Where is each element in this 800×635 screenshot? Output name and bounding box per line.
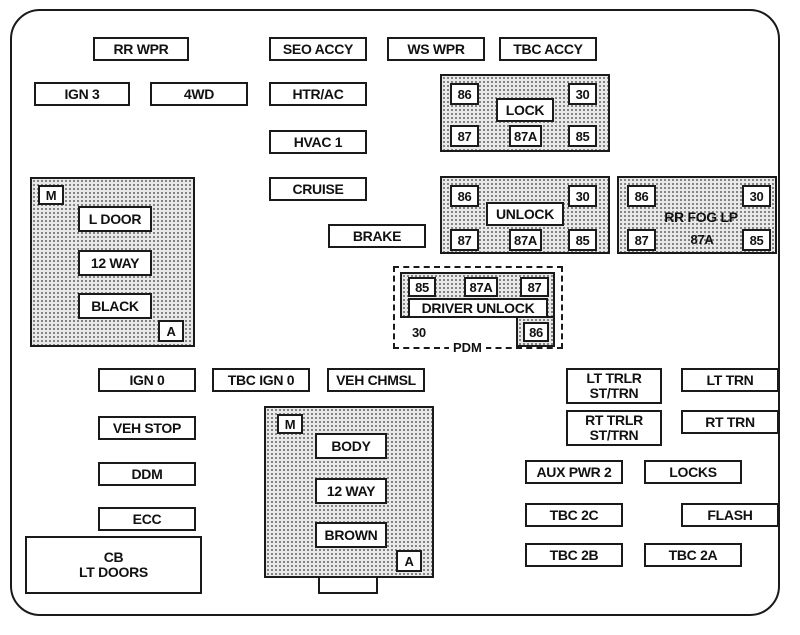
relay-rr-fog-terminal-30: 30 bbox=[742, 185, 771, 207]
fuse-brake: BRAKE bbox=[328, 224, 426, 248]
rt-trlr-line1: RT TRLR bbox=[585, 412, 643, 428]
relay-rr-fog-name: RR FOG LP bbox=[664, 209, 738, 225]
breaker-center-row2: 12 WAY bbox=[315, 478, 387, 504]
fuse-ecc: ECC bbox=[98, 507, 196, 531]
relay-rr-fog-terminal-87a: 87A bbox=[690, 232, 714, 247]
relay-driver-unlock-terminal-87a: 87A bbox=[464, 277, 498, 297]
breaker-center-stub bbox=[318, 578, 378, 594]
relay-unlock-terminal-87a: 87A bbox=[509, 229, 542, 251]
breaker-center-a: A bbox=[396, 550, 422, 572]
cb-label-line1: CB bbox=[103, 549, 124, 565]
fuse-seo-accy: SEO ACCY bbox=[269, 37, 367, 61]
cb-label-line2: LT DOORS bbox=[79, 564, 148, 580]
relay-lock-terminal-30: 30 bbox=[568, 83, 597, 105]
relay-lock-terminal-87a: 87A bbox=[509, 125, 542, 147]
fuse-hvac1: HVAC 1 bbox=[269, 130, 367, 154]
relay-driver-unlock-name: DRIVER UNLOCK bbox=[408, 298, 548, 318]
fuse-lt-trlr-st-trn: LT TRLR ST/TRN bbox=[566, 368, 662, 404]
fuse-lt-trn: LT TRN bbox=[681, 368, 779, 392]
fuse-tbc-accy: TBC ACCY bbox=[499, 37, 597, 61]
breaker-left-row2: 12 WAY bbox=[78, 250, 152, 276]
fuse-4wd: 4WD bbox=[150, 82, 248, 106]
relay-lock-name: LOCK bbox=[496, 98, 554, 122]
fuse-ddm: DDM bbox=[98, 462, 196, 486]
relay-lock-terminal-85: 85 bbox=[568, 125, 597, 147]
breaker-center-m: M bbox=[277, 414, 303, 434]
relay-unlock-name: UNLOCK bbox=[486, 202, 564, 226]
relay-unlock-terminal-85: 85 bbox=[568, 229, 597, 251]
rt-trlr-line2: ST/TRN bbox=[589, 427, 639, 443]
breaker-block-left: M L DOOR 12 WAY BLACK A bbox=[30, 177, 195, 347]
lt-trlr-line2: ST/TRN bbox=[589, 385, 639, 401]
relay-unlock-terminal-87: 87 bbox=[450, 229, 479, 251]
relay-unlock: 86 30 UNLOCK 87 87A 85 bbox=[440, 176, 610, 254]
fuse-rr-wpr: RR WPR bbox=[93, 37, 189, 61]
breaker-left-row3: BLACK bbox=[78, 293, 152, 319]
pdm-terminal-86-block: 86 bbox=[516, 316, 555, 347]
fuse-rt-trlr-st-trn: RT TRLR ST/TRN bbox=[566, 410, 662, 446]
breaker-center-row3: BROWN bbox=[315, 522, 387, 548]
circuit-breaker-lt-doors: CB LT DOORS bbox=[25, 536, 202, 594]
fuse-tbc-2a: TBC 2A bbox=[644, 543, 742, 567]
fuse-tbc-2b: TBC 2B bbox=[525, 543, 623, 567]
fuse-htr-ac: HTR/AC bbox=[269, 82, 367, 106]
relay-unlock-terminal-30: 30 bbox=[568, 185, 597, 207]
relay-unlock-terminal-86: 86 bbox=[450, 185, 479, 207]
relay-rr-fog-lp: 86 30 RR FOG LP 87 87A 85 bbox=[617, 176, 777, 254]
fuse-ign0: IGN 0 bbox=[98, 368, 196, 392]
relay-lock: 86 30 LOCK 87 87A 85 bbox=[440, 74, 610, 152]
relay-rr-fog-terminal-85: 85 bbox=[742, 229, 771, 251]
lt-trlr-line1: LT TRLR bbox=[586, 370, 642, 386]
fuse-cruise: CRUISE bbox=[269, 177, 367, 201]
pdm-label: PDM bbox=[449, 340, 486, 355]
relay-driver-unlock-terminal-85: 85 bbox=[408, 277, 436, 297]
fuse-rt-trn: RT TRN bbox=[681, 410, 779, 434]
breaker-center-row1: BODY bbox=[315, 433, 387, 459]
pdm-terminal-86: 86 bbox=[523, 322, 549, 342]
fuse-aux-pwr2: AUX PWR 2 bbox=[525, 460, 623, 484]
fuse-tbc-2c: TBC 2C bbox=[525, 503, 623, 527]
fuse-locks: LOCKS bbox=[644, 460, 742, 484]
relay-lock-terminal-86: 86 bbox=[450, 83, 479, 105]
fuse-ign3: IGN 3 bbox=[34, 82, 130, 106]
relay-driver-unlock-terminal-87: 87 bbox=[520, 277, 549, 297]
fuse-veh-stop: VEH STOP bbox=[98, 416, 196, 440]
fuse-veh-chmsl: VEH CHMSL bbox=[327, 368, 425, 392]
fuse-ws-wpr: WS WPR bbox=[387, 37, 485, 61]
relay-lock-terminal-87: 87 bbox=[450, 125, 479, 147]
breaker-left-row1: L DOOR bbox=[78, 206, 152, 232]
fuse-flash: FLASH bbox=[681, 503, 779, 527]
fuse-tbc-ign0: TBC IGN 0 bbox=[212, 368, 310, 392]
breaker-left-a: A bbox=[158, 320, 184, 342]
relay-rr-fog-terminal-86: 86 bbox=[627, 185, 656, 207]
relay-rr-fog-terminal-87: 87 bbox=[627, 229, 656, 251]
relay-driver-unlock: 85 87A 87 DRIVER UNLOCK bbox=[400, 272, 555, 318]
breaker-block-center: M BODY 12 WAY BROWN A bbox=[264, 406, 434, 578]
pdm-terminal-30: 30 bbox=[412, 325, 426, 340]
breaker-left-m: M bbox=[38, 185, 64, 205]
